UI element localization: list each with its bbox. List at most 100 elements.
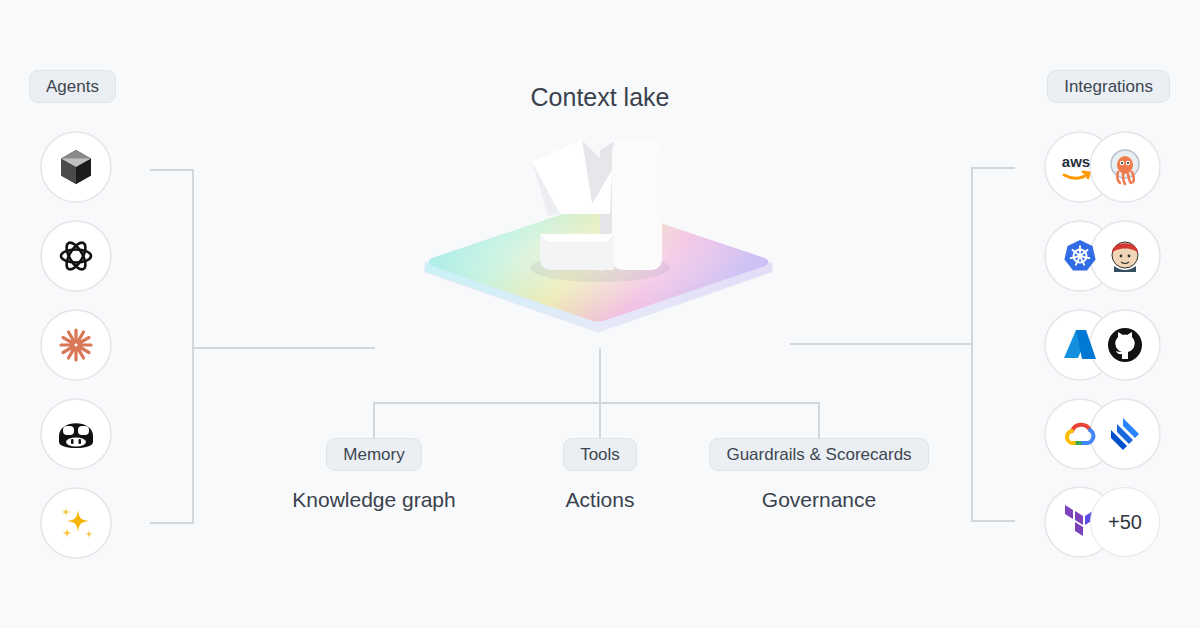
azure-logo [1064,330,1096,359]
github-logo [1115,332,1134,359]
jenkins-logo [1128,255,1131,258]
pill-label: Tools [563,438,637,471]
jira-logo [1111,430,1127,450]
agents-bracket [193,347,375,349]
argo-logo [1126,161,1130,165]
pill-label: Guardrails & Scorecards [709,438,928,471]
jenkins-logo [1121,262,1129,264]
agent-circle [41,310,111,380]
logo-wordmark: aws [1062,153,1090,170]
integration-circle [1090,132,1160,202]
copilot-logo [71,439,74,444]
section-pill: Agents [29,70,116,103]
agents-bracket [150,170,193,523]
gemini-logo [62,508,71,517]
integration-circle [1090,399,1160,469]
aws-smile [1064,172,1089,178]
agent-circle [41,132,111,558]
context-lake-illustration [425,140,772,332]
capability-card: MemoryKnowledge graph [292,438,455,512]
connector-line [374,348,600,438]
jenkins-logo [1120,255,1123,258]
copilot-logo [66,438,86,447]
context-lake-illustration [540,234,614,270]
copilot-logo [78,426,89,435]
cube-logo [61,150,91,184]
pill-label: Agents [46,77,99,96]
agent-circle [41,399,111,469]
agent-circle [41,221,111,291]
openai-logo [63,240,89,272]
argo-logo [1121,162,1123,164]
pill-label: Integrations [1064,77,1153,96]
openai-logo [61,240,91,272]
context-lake-illustration [532,140,612,214]
jenkins-logo [1112,243,1138,253]
section-pill: Integrations [1047,70,1170,103]
context-lake-illustration [612,140,662,270]
agent-circle [41,488,111,558]
argo-logo [1111,150,1139,178]
google-cloud-logo [1067,425,1093,443]
context-lake-illustration [532,162,560,216]
kubernetes-logo [1070,246,1090,266]
kubernetes-logo [1064,240,1095,270]
claude-logo [61,330,91,360]
more-integrations-circle: +50 [1090,487,1160,557]
aws-smile [1064,174,1088,178]
integration-circle [1090,310,1160,380]
google-cloud-logo [1080,430,1093,443]
terraform-logo [1075,522,1083,536]
argo-logo [1127,162,1129,164]
body-text: Actions [566,487,635,512]
jira-logo [1111,418,1139,450]
integration-circle [1045,132,1160,557]
body-text: Knowledge graph [292,487,455,512]
body-text: Governance [762,487,876,512]
count-text: +50 [1108,511,1142,534]
copilot-logo [79,439,82,444]
google-cloud-logo [1067,431,1074,443]
terraform-logo [1065,505,1093,536]
github-logo [1108,328,1142,362]
argo-logo [1120,161,1124,165]
copilot-logo [59,423,93,448]
openai-logo [63,240,89,272]
copilot-logo [63,426,74,435]
context-lake-node: Context lake [420,78,780,348]
context-lake-illustration [429,204,769,322]
argo-logo [1117,172,1133,184]
aws-smile [1083,172,1089,178]
gemini-logo [62,508,94,539]
argo-logo [1111,150,1139,184]
gemini-logo [85,530,93,538]
capability-card: ToolsActions [563,438,637,512]
cube-logo [61,159,91,168]
github-logo [1108,328,1142,362]
gemini-logo [67,510,89,532]
google-cloud-logo [1072,425,1090,431]
capability-card: Guardrails & ScorecardsGovernance [709,438,928,512]
argo-logo [1117,156,1133,174]
azure-logo [1076,330,1096,359]
agent-circle [41,132,111,202]
integrations-bracket [972,168,1015,521]
pill-label: Memory [326,438,421,471]
terraform-logo [1065,505,1073,519]
integrations-bracket [790,343,972,345]
connector-line [600,348,819,438]
jenkins-logo [1112,242,1138,272]
context-lake-illustration [582,140,612,204]
cube-logo [61,150,91,184]
context-lake-illustration [429,204,769,322]
openai-logo [61,250,91,263]
copilot-logo [59,423,93,448]
claude-logo [61,330,91,360]
title-text: Context lake [531,82,670,112]
integration-circle [1090,221,1160,291]
jenkins-logo [1112,242,1138,268]
context-lake-illustration [540,234,614,242]
kubernetes-logo [1064,240,1095,270]
